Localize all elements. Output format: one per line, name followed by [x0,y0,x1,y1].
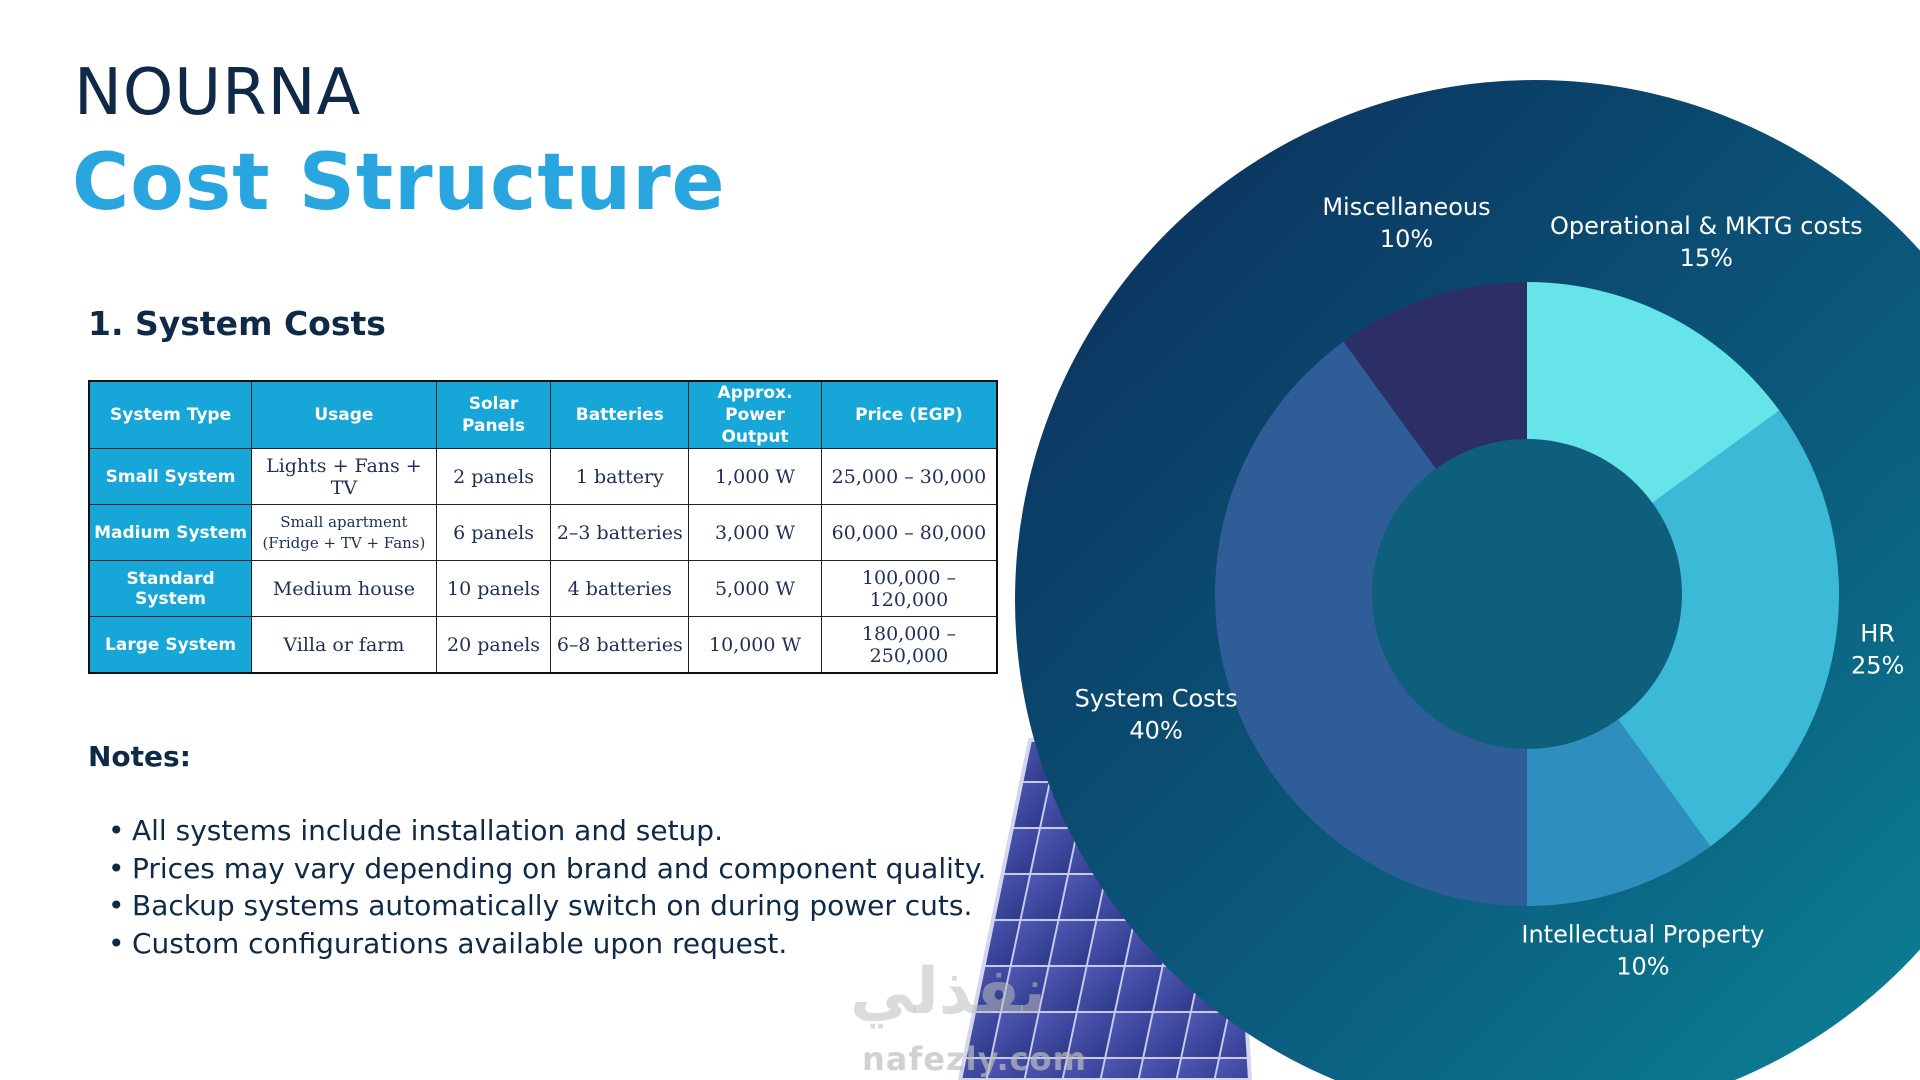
batteries-cell: 4 batteries [550,560,690,618]
chart-background-circle [1015,80,1920,1080]
system-type-cell: Madium System [88,504,253,562]
batteries-cell: 1 battery [550,448,690,506]
table-row: Small System Lights + Fans + TV 2 panels… [88,448,998,506]
table-row: Standard System Medium house 10 panels 4… [88,560,998,618]
watermark-arabic: نفذلي [850,955,1046,1029]
batteries-cell: 6–8 batteries [550,616,690,674]
slice-label: HR [1860,620,1895,648]
notes-list: •All systems include installation and se… [108,812,986,962]
note-text: Prices may vary depending on brand and c… [132,851,987,885]
slice-label: Operational & MKTG costs [1550,212,1863,240]
system-type-cell: Large System [88,616,253,674]
usage-cell: Villa or farm [251,616,437,674]
section-title: 1. System Costs [88,304,386,343]
system-type-cell: Standard System [88,560,253,618]
table-row: Large System Villa or farm 20 panels 6–8… [88,616,998,674]
slice-label: Intellectual Property [1521,921,1764,949]
note-text: All systems include installation and set… [132,814,723,847]
bullet-icon: • [108,926,125,960]
slice-label: Miscellaneous [1322,193,1490,221]
panels-cell: 10 panels [435,560,552,618]
usage-cell: Small apartment (Fridge + TV + Fans) [251,504,437,562]
header-batteries: Batteries [550,380,690,450]
power-cell: 3,000 W [688,504,822,562]
system-type-cell: Small System [88,448,253,506]
bullet-icon: • [108,814,125,847]
slice-label: System Costs [1075,685,1238,713]
price-cell: 100,000 – 120,000 [820,560,998,618]
price-cell: 25,000 – 30,000 [820,448,998,506]
header-system-type: System Type [88,380,253,450]
pie-slice-miscellaneous [1343,282,1527,594]
pie-slice-system-costs [1214,341,1527,907]
brand-name: NOURNA [74,56,362,130]
price-cell: 60,000 – 80,000 [820,504,998,562]
power-cell: 10,000 W [688,616,822,674]
batteries-cell: 2–3 batteries [550,504,690,562]
pie-slice-hr [1527,410,1839,847]
note-text: Backup systems automatically switch on d… [132,889,973,922]
price-cell: 180,000 – 250,000 [820,616,998,674]
slice-value-label: 40% [1129,717,1182,745]
list-item: •Prices may vary depending on brand and … [108,850,986,888]
page-title: Cost Structure [72,138,726,228]
pie-slice-intellectual-property [1527,594,1711,906]
power-cell: 1,000 W [688,448,822,506]
usage-cell: Lights + Fans + TV [251,448,437,506]
solar-panel-decoration [957,738,1253,1080]
panels-cell: 2 panels [435,448,552,506]
slice-value-label: 10% [1380,225,1433,253]
system-costs-table: System Type Usage Solar Panels Batteries… [88,380,998,674]
bullet-icon: • [108,851,125,885]
list-item: •All systems include installation and se… [108,812,986,850]
list-item: •Custom configurations available upon re… [108,925,986,963]
donut-hole [1372,439,1682,749]
slice-value-label: 25% [1851,652,1904,680]
notes-title: Notes: [88,740,191,773]
table-row: Madium System Small apartment (Fridge + … [88,504,998,562]
note-text: Custom configurations available upon req… [132,926,788,960]
list-item: •Backup systems automatically switch on … [108,887,986,925]
pie-slice-operational-mktg-costs [1527,282,1780,594]
slice-value-label: 10% [1616,953,1669,981]
power-cell: 5,000 W [688,560,822,618]
slice-value-label: 15% [1680,244,1733,272]
header-solar-panels: Solar Panels [435,380,552,450]
bullet-icon: • [108,889,125,922]
header-price: Price (EGP) [820,380,998,450]
panels-cell: 20 panels [435,616,552,674]
usage-cell: Medium house [251,560,437,618]
watermark-url: nafezly.com [862,1040,1087,1078]
header-power-output: Approx. Power Output [688,380,822,450]
header-usage: Usage [251,380,437,450]
table-header-row: System Type Usage Solar Panels Batteries… [88,380,998,450]
panels-cell: 6 panels [435,504,552,562]
